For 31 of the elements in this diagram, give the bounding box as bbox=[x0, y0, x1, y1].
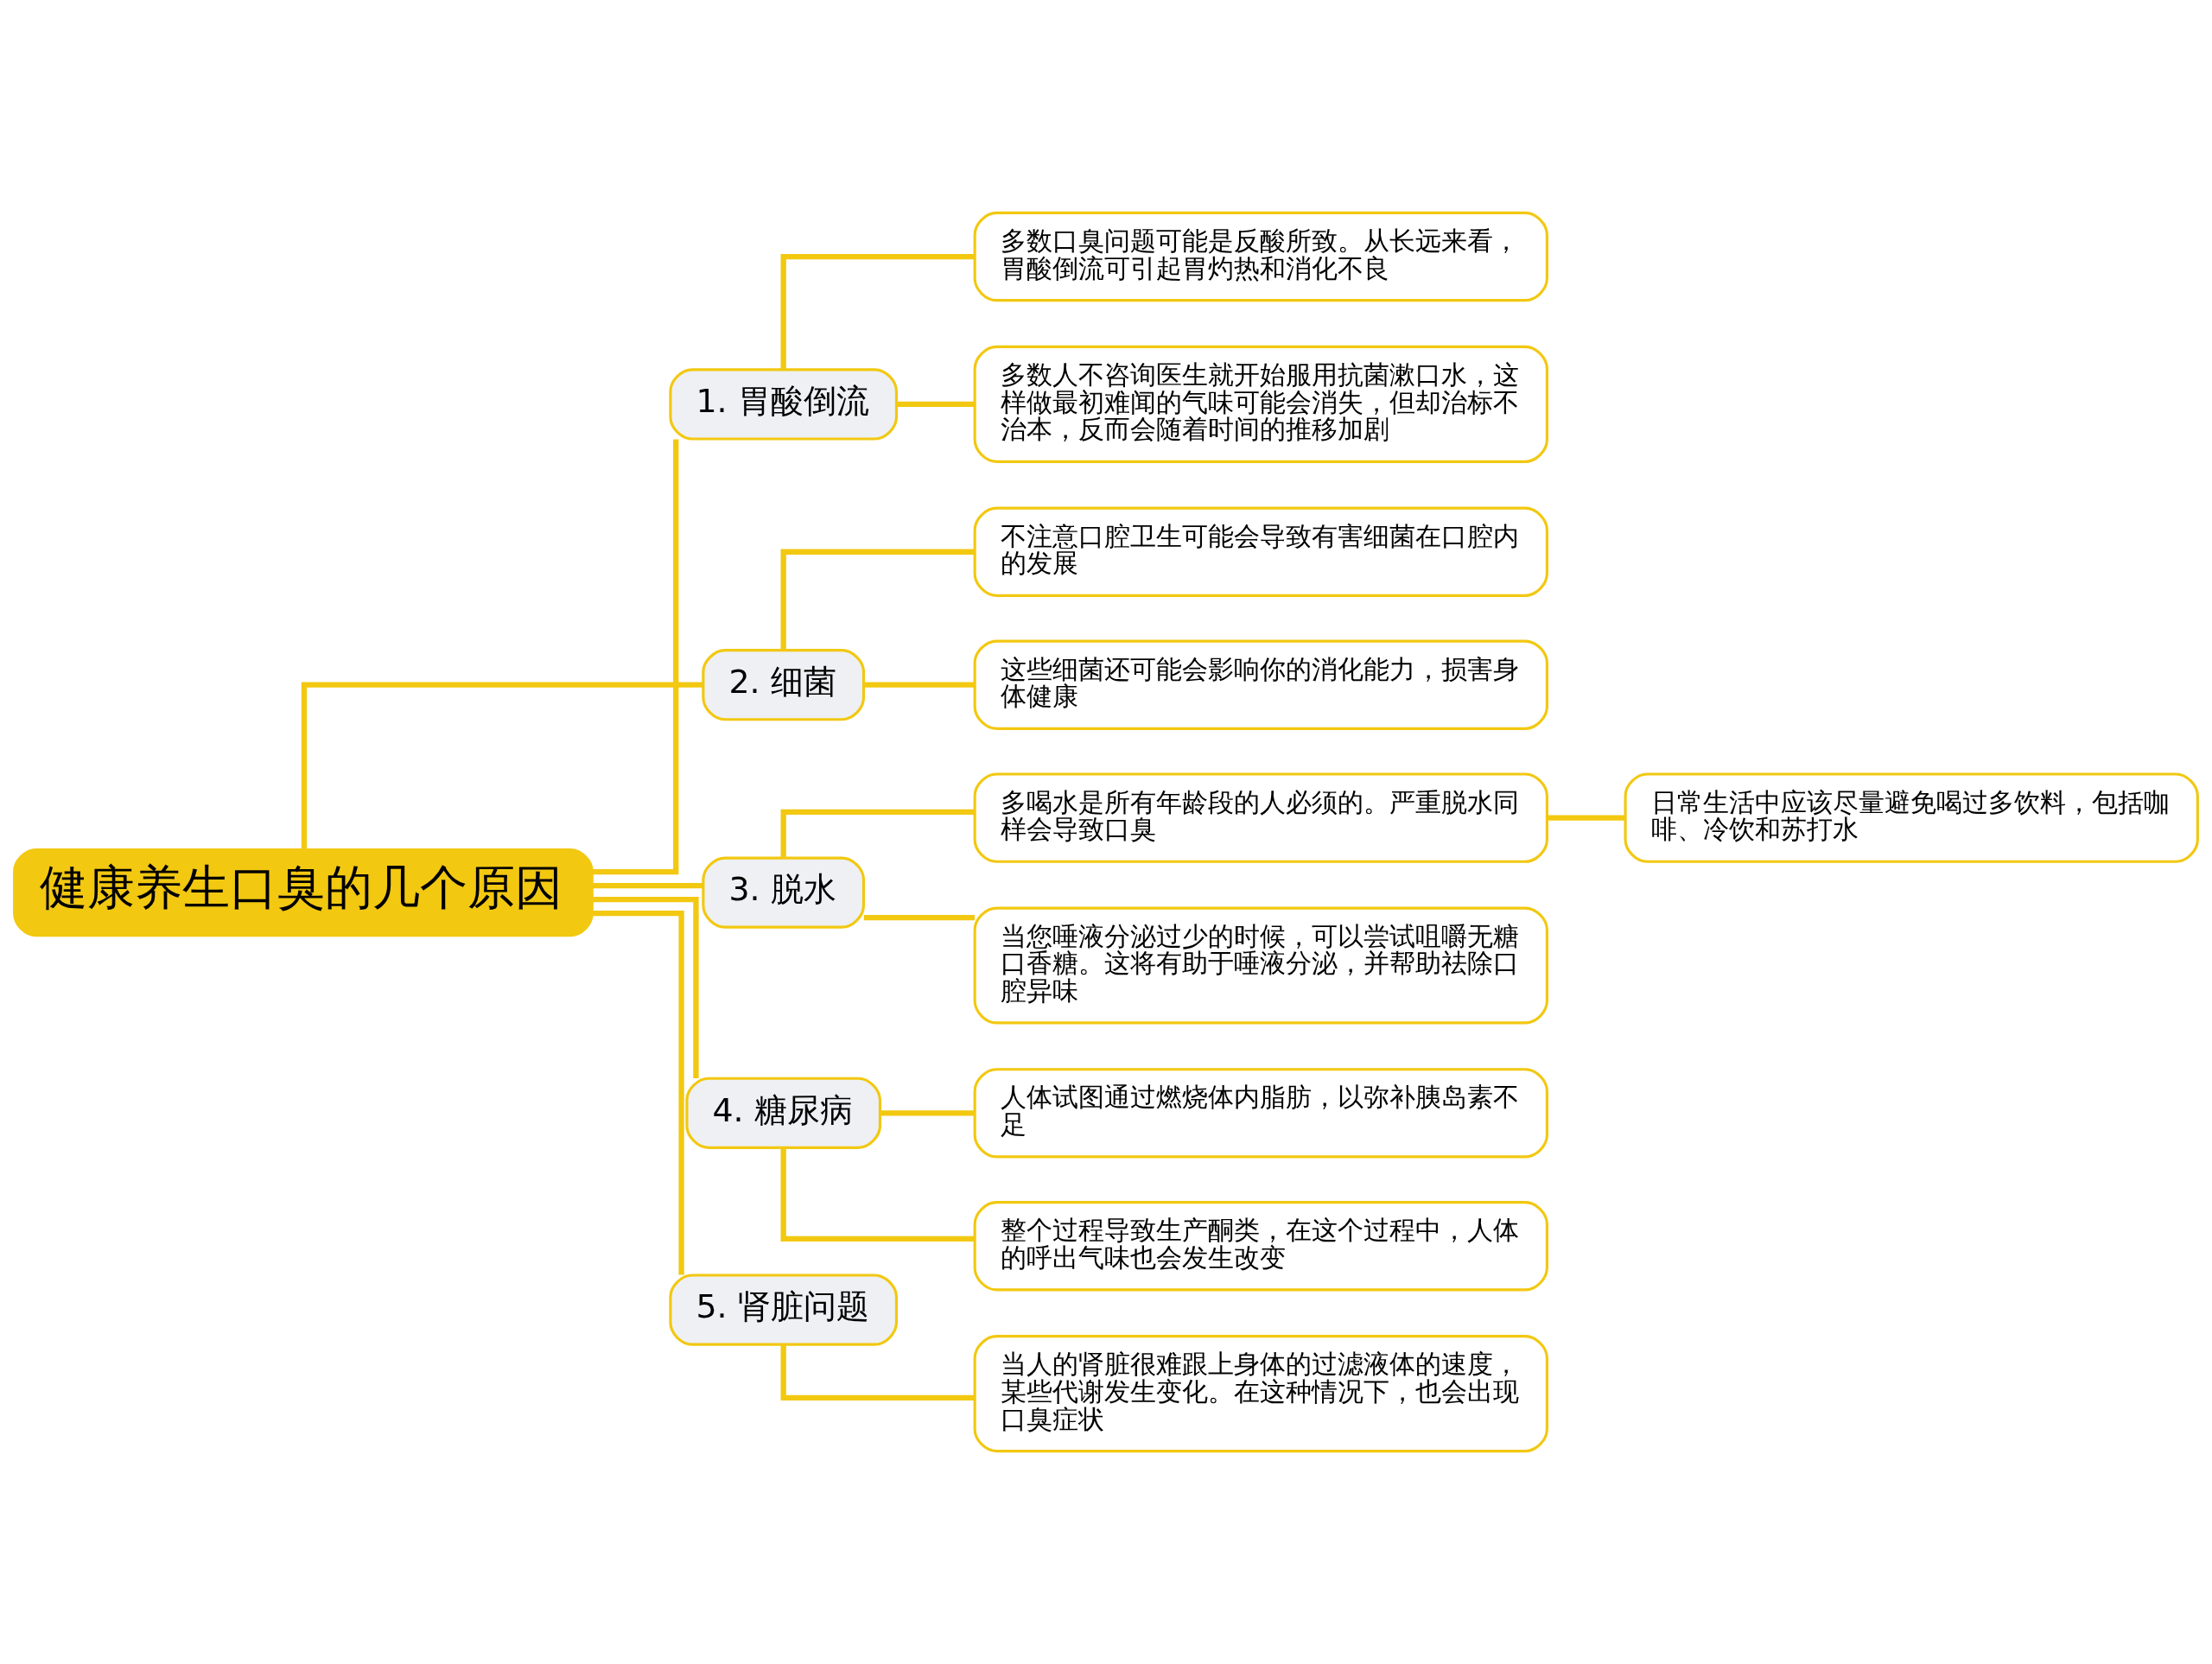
connector bbox=[863, 914, 975, 921]
node-box: 多喝水是所有年龄段的人必须的。严重脱水同样会导致口臭 bbox=[973, 772, 1548, 863]
node-box: 1. 胃酸倒流 bbox=[669, 368, 899, 441]
node-box: 5. 肾脏问题 bbox=[669, 1273, 899, 1346]
node-box: 当您唾液分泌过少的时候，可以尝试咀嚼无糖口香糖。这将有助于唾液分泌，并帮助祛除口腔异味 bbox=[973, 906, 1548, 1025]
node-box: 多数人不咨询医生就开始服用抗菌漱口水，这样做最初难闻的气味可能会消失，但却治标不治本，反而会随着时间的推移加剧 bbox=[973, 345, 1548, 463]
node-box: 4. 糖尿病 bbox=[685, 1077, 882, 1149]
connector bbox=[780, 549, 975, 651]
node-box: 3. 脱水 bbox=[702, 856, 866, 929]
node-box: 人体试图通过燃烧体内脂肪，以弥补胰岛素不足 bbox=[973, 1068, 1548, 1159]
node-box: 日常生活中应该尽量避免喝过多饮料，包括咖啡、冷饮和苏打水 bbox=[1624, 772, 2199, 863]
connector bbox=[880, 1110, 975, 1116]
connector bbox=[592, 439, 679, 875]
node-box: 健康养生口臭的几个原因 bbox=[13, 848, 594, 937]
connector bbox=[780, 253, 975, 370]
connector bbox=[592, 911, 684, 1275]
connector bbox=[780, 1344, 975, 1401]
connector bbox=[896, 401, 975, 408]
connector bbox=[592, 882, 703, 889]
connector bbox=[1547, 815, 1625, 821]
connector bbox=[780, 1147, 975, 1242]
node-box: 2. 细菌 bbox=[702, 649, 866, 721]
connector bbox=[592, 896, 699, 1079]
connector bbox=[863, 682, 975, 688]
connector bbox=[301, 682, 703, 850]
node-box: 不注意口腔卫生可能会导致有害细菌在口腔内的发展 bbox=[973, 506, 1548, 597]
node-box: 整个过程导致生产酮类，在这个过程中，人体的呼出气味也会发生改变 bbox=[973, 1201, 1548, 1292]
node-box: 这些细菌还可能会影响你的消化能力，损害身体健康 bbox=[973, 639, 1548, 730]
node-box: 多数口臭问题可能是反酸所致。从长远来看，胃酸倒流可引起胃灼热和消化不良 bbox=[973, 211, 1548, 302]
node-box: 当人的肾脏很难跟上身体的过滤液体的速度，某些代谢发生变化。在这种情况下，也会出现口臭症状 bbox=[973, 1335, 1548, 1453]
connector bbox=[780, 809, 975, 858]
